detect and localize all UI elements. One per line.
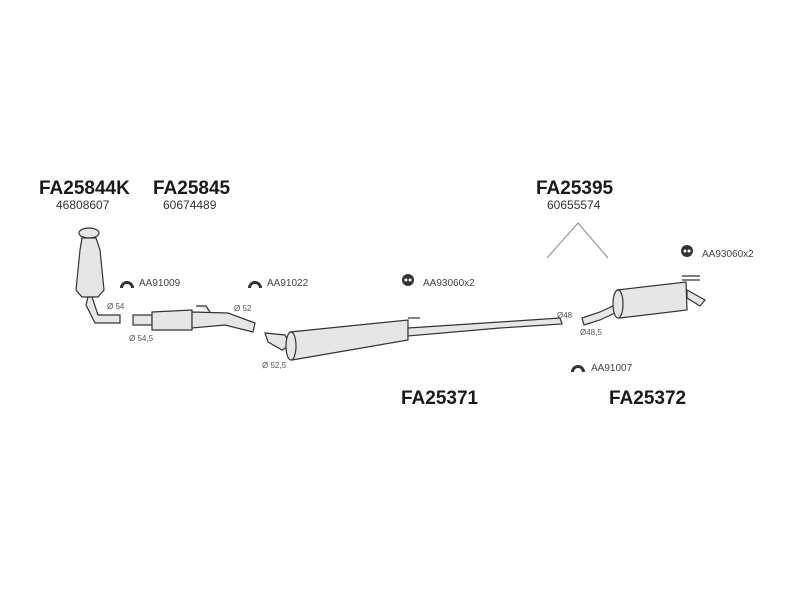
diameter-label: Ø 52: [234, 304, 252, 313]
middle-silencer-drawing: [264, 317, 563, 361]
diameter-label: Ø 54,5: [129, 334, 154, 343]
rear-silencer-code: FA25372: [609, 388, 687, 409]
hanger-label: AA93060x2: [702, 249, 754, 260]
clamp-icon: [571, 365, 585, 372]
catalyst-ref: 46808607: [56, 198, 110, 212]
diameter-label: Ø 52,5: [262, 361, 287, 370]
hanger-icon: [681, 245, 693, 257]
catalyst-drawing: [75, 227, 121, 324]
clamp-label: AA91022: [267, 278, 309, 289]
front-pipe-drawing: [132, 305, 256, 333]
hanger-icon: [402, 274, 414, 286]
middle-silencer-code: FA25371: [401, 388, 479, 409]
rear-silencer-drawing: [581, 275, 706, 326]
front-pipe-ref: 60674489: [163, 198, 217, 212]
catalyst-code: FA25844K: [39, 178, 130, 199]
diameter-label: Ø48: [557, 311, 573, 320]
front-pipe-code: FA25845: [153, 178, 231, 199]
clamp-label: AA91007: [591, 363, 633, 374]
hanger-label: AA93060x2: [423, 278, 475, 289]
diameter-label: Ø 54: [107, 302, 125, 311]
diameter-label: Ø48,5: [580, 328, 602, 337]
hanger-icon-holes: [404, 249, 691, 282]
clamp-icon: [120, 281, 134, 288]
clamp-icon: [248, 281, 262, 288]
set-code: FA25395: [536, 178, 614, 199]
fitting-icons: [120, 245, 693, 372]
set-bracket: [546, 222, 609, 259]
clamp-label: AA91009: [139, 278, 181, 289]
set-ref: 60655574: [547, 198, 601, 212]
